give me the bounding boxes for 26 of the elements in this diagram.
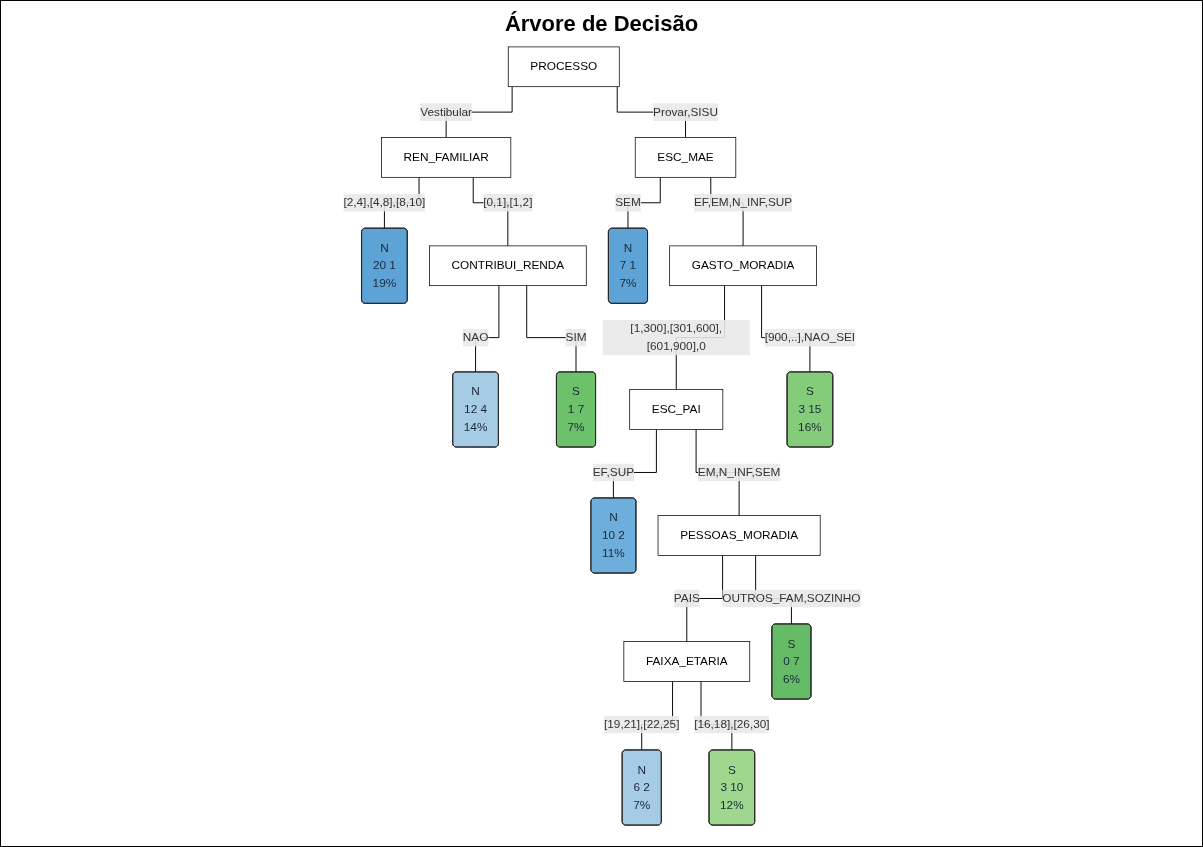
edge-label: [1,300],[301,600],[601,900],0 (629, 322, 722, 353)
edge-label: [2,4],[4,8],[8,10] (342, 196, 425, 209)
diagram-title: Árvore de Decisão (504, 11, 699, 37)
node-box: GASTO_MORADIA (668, 245, 817, 287)
edge-label: [19,21],[22,25] (603, 717, 679, 731)
edge-label: OUTROS_FAM,SOZINHO (721, 591, 861, 605)
edge-label: SEM (614, 196, 641, 209)
edge-label: [0,1],[1,2] (482, 196, 532, 209)
node-box: FAIXA_ETARIA (622, 641, 750, 682)
edge-label: [900,..],NAO_SEI (764, 330, 855, 344)
node-box: PESSOAS_MORADIA (657, 515, 821, 556)
node-box: ESC_PAI (628, 389, 723, 430)
node-box: CONTRIBUI_RENDA (428, 245, 587, 287)
edge-label: Provar,SISU (652, 105, 718, 119)
edge-label: [16,18],[26,30] (693, 717, 770, 731)
edge-label: Vestibular (419, 105, 472, 119)
edge-label: EF,EM,N_INF,SUP (693, 196, 792, 209)
edge-label: PAIS (673, 591, 700, 605)
connector (525, 285, 577, 373)
node-box: PROCESSO (507, 46, 620, 88)
edge-label: NAO (462, 330, 488, 344)
node-box: REN_FAMILIAR (380, 137, 511, 178)
edge-label: EF,SUP (592, 465, 634, 479)
edge-label: EM,N_INF,SEM (697, 465, 780, 479)
node-box: ESC_MAE (634, 137, 736, 178)
edge-label: SIM (565, 330, 586, 344)
